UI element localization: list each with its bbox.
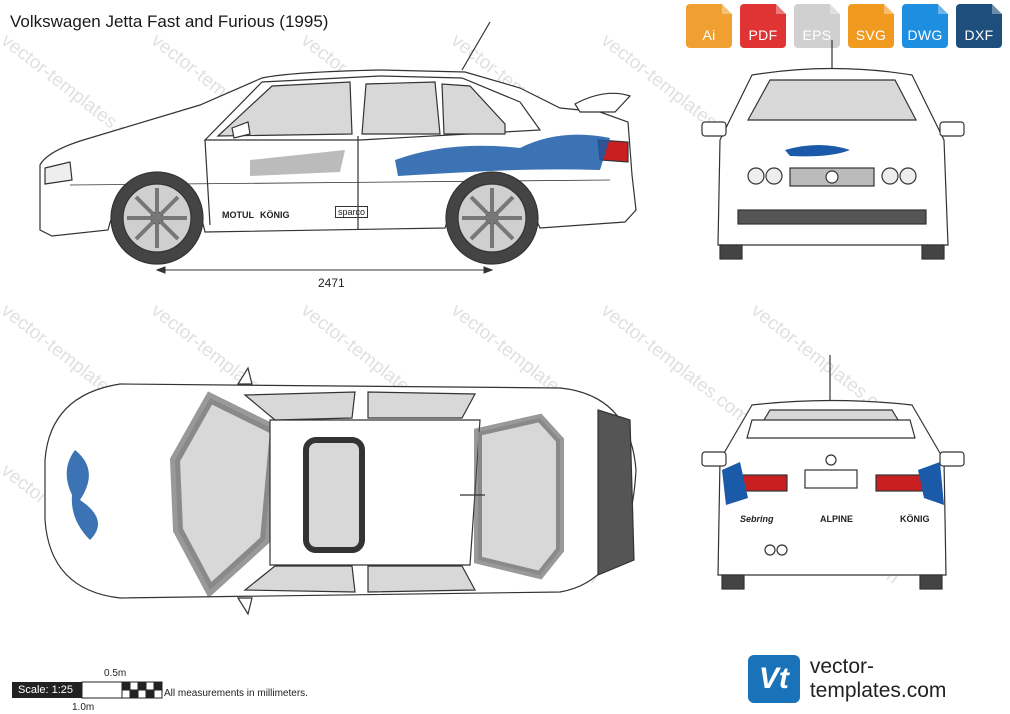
wheelbase-dimension (155, 266, 494, 274)
rear-right-mirror (939, 451, 965, 467)
windshield (746, 79, 917, 121)
wheelbase-label: 2471 (318, 276, 345, 290)
top-rear-window (474, 413, 564, 580)
format-buttons: Ai PDF EPS SVG DWG DXF (686, 4, 1002, 48)
decal-sparco: sparco (335, 206, 369, 218)
rear-right-tire (919, 574, 943, 590)
top-side-window (243, 565, 356, 593)
headlight (765, 167, 783, 185)
measurement-note: All measurements in millimeters. (164, 688, 308, 699)
antenna (461, 21, 491, 71)
rear-view (701, 355, 965, 590)
rear-left-tire (721, 574, 745, 590)
side-graphic-grey (250, 150, 345, 176)
quarter-window (441, 83, 506, 135)
brand-footer[interactable]: Vt vector-templates.com (748, 655, 1010, 703)
format-dxf-button[interactable]: DXF (956, 4, 1002, 48)
vt-logo-icon: Vt (748, 655, 800, 703)
rear-wing (746, 419, 916, 439)
exhaust (776, 544, 788, 556)
roof (269, 419, 481, 566)
top-mirror (236, 366, 253, 385)
decal-alpine: ALPINE (820, 514, 854, 524)
vw-emblem (825, 170, 839, 184)
front-right-mirror (939, 121, 965, 137)
front-window (216, 81, 353, 137)
format-eps-button[interactable]: EPS (794, 4, 840, 48)
decal-sebring: Sebring (740, 514, 774, 524)
scale-label: Scale: 1:25 (12, 682, 82, 698)
rear-vw-emblem (825, 454, 837, 466)
front-view (701, 40, 965, 260)
top-side-window (367, 391, 476, 419)
front-bumper-vent (737, 209, 927, 225)
top-spoiler (597, 409, 635, 576)
decal-konig-rear: KÖNIG (900, 514, 930, 524)
format-ai-button[interactable]: Ai (686, 4, 732, 48)
format-pdf-button[interactable]: PDF (740, 4, 786, 48)
scale-full-label: 1.0m (72, 702, 95, 713)
rear-left-graphic (722, 462, 748, 505)
front-right-tire (921, 244, 945, 260)
format-dwg-label: DWG (907, 27, 943, 43)
headlight (899, 167, 917, 185)
brand-name: vector-templates.com (809, 655, 947, 702)
rear-right-graphic (918, 462, 944, 505)
exhaust (764, 544, 776, 556)
rear-spoiler (574, 92, 632, 113)
format-eps-label: EPS (802, 27, 832, 43)
side-graphic-blue (395, 134, 610, 176)
format-svg-button[interactable]: SVG (848, 4, 894, 48)
hood-graphic (785, 145, 850, 157)
license-plate (804, 469, 858, 489)
top-side-window (367, 565, 476, 593)
top-hood-graphic (66, 450, 98, 540)
rear-window (361, 81, 441, 135)
side-view (39, 21, 637, 265)
rear-spokes (462, 188, 522, 248)
front-left-tire (719, 244, 743, 260)
side-mirror (231, 121, 251, 139)
format-dwg-button[interactable]: DWG (902, 4, 948, 48)
format-pdf-label: PDF (748, 27, 778, 43)
format-svg-label: SVG (855, 27, 887, 43)
decal-konig: KÖNIG (260, 210, 290, 220)
page-title: Volkswagen Jetta Fast and Furious (1995) (10, 12, 329, 31)
format-ai-label: Ai (702, 27, 716, 43)
top-mirror (236, 597, 253, 616)
side-headlight (44, 161, 73, 185)
format-dxf-label: DXF (964, 27, 994, 43)
headlight (881, 167, 899, 185)
top-windshield (169, 391, 281, 599)
scale-half-label: 0.5m (104, 668, 127, 679)
top-view (44, 366, 637, 616)
decal-motul: MOTUL (222, 210, 254, 220)
top-side-window (243, 391, 356, 421)
sunroof (303, 437, 365, 553)
door-line (204, 139, 211, 226)
front-spokes (127, 188, 187, 248)
front-left-mirror (701, 121, 727, 137)
rear-left-mirror (701, 451, 727, 467)
scale-bar (81, 681, 163, 699)
headlight (747, 167, 765, 185)
